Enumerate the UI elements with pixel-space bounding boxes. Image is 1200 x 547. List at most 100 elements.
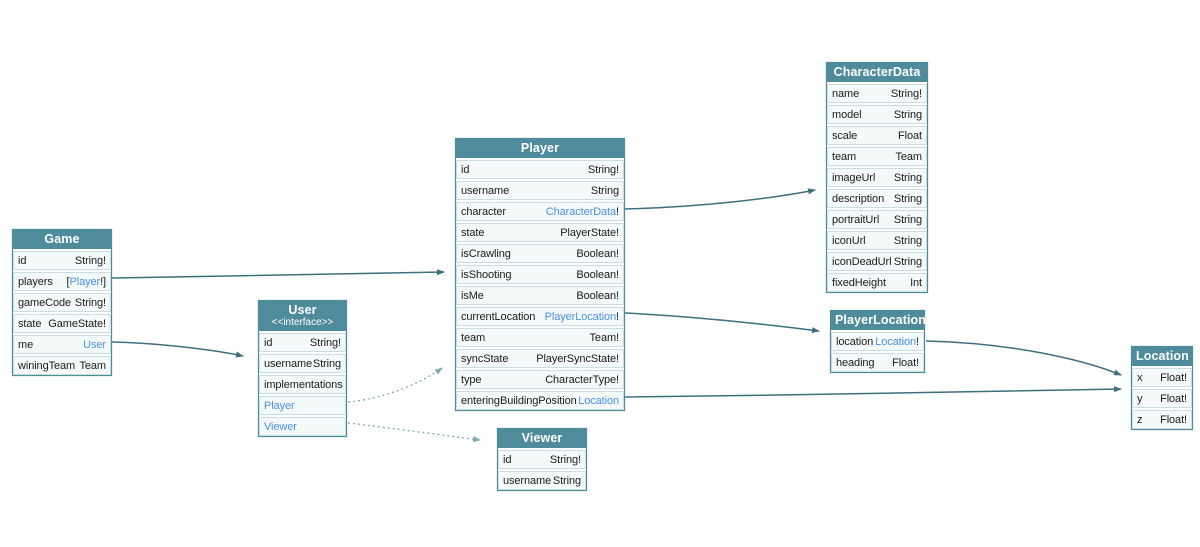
field-name: gameCode xyxy=(18,297,71,309)
entity-header[interactable]: Player xyxy=(456,139,624,158)
field-type: String xyxy=(591,185,619,197)
entity-header[interactable]: Game xyxy=(13,230,111,249)
field-name: implementations xyxy=(264,379,343,391)
field-row-currentlocation[interactable]: currentLocation PlayerLocation! xyxy=(456,307,624,326)
entity-title: Location xyxy=(1136,349,1189,363)
text: String xyxy=(893,255,922,268)
text: Team xyxy=(895,150,923,163)
text: id xyxy=(18,254,27,267)
field-row-players[interactable]: players[Player!] xyxy=(13,272,111,291)
field-name: scale xyxy=(832,130,857,142)
text: winingTeam xyxy=(18,359,76,372)
field-type: Boolean! xyxy=(576,248,619,260)
entity-header[interactable]: Viewer xyxy=(498,429,586,448)
field-name: imageUrl xyxy=(832,172,875,184)
text: type xyxy=(461,373,482,386)
field-row-winingteam[interactable]: winingTeam Team xyxy=(13,356,111,375)
text: username xyxy=(264,357,313,370)
field-type: [Player!] xyxy=(67,275,107,288)
field-row-implementations[interactable]: implementations xyxy=(259,375,346,394)
entity-header[interactable]: User<<interface>> xyxy=(259,301,346,331)
relation-user-viewer-to-viewer xyxy=(347,422,481,443)
field-type: Location! xyxy=(875,336,919,348)
text: String xyxy=(893,171,922,184)
field-row-fixedheight[interactable]: fixedHeight Int xyxy=(827,273,927,292)
text: ! xyxy=(616,310,619,323)
field-row-team[interactable]: team Team xyxy=(827,147,927,166)
type-link[interactable]: Player xyxy=(69,275,101,288)
field-row-viewer[interactable]: Viewer xyxy=(259,417,346,436)
type-link[interactable]: Location xyxy=(578,394,619,407)
text: isMe xyxy=(461,289,484,302)
type-link[interactable]: CharacterData xyxy=(545,205,617,218)
field-name: team xyxy=(832,151,856,163)
text: z xyxy=(1137,413,1143,426)
entity-header[interactable]: CharacterData xyxy=(827,63,927,82)
text: currentLocation xyxy=(461,310,536,323)
field-name: iconUrl xyxy=(832,235,866,247)
type-link[interactable]: Viewer xyxy=(264,420,297,433)
field-name: state xyxy=(18,318,41,330)
field-name: x xyxy=(1137,372,1143,384)
entity-title: PlayerLocation xyxy=(835,313,927,327)
field-name: fixedHeight xyxy=(832,277,886,289)
entity-header[interactable]: Location xyxy=(1132,347,1192,366)
field-type: Boolean! xyxy=(576,290,619,302)
type-link[interactable]: Location xyxy=(875,335,917,348)
field-row-isme[interactable]: isMe Boolean! xyxy=(456,286,624,305)
text: team xyxy=(832,150,857,163)
field-row-imageurl[interactable]: imageUrl String xyxy=(827,168,927,187)
field-name: username xyxy=(503,475,551,487)
field-row-player[interactable]: Player xyxy=(259,396,346,415)
type-link[interactable]: PlayerLocation xyxy=(544,310,617,323)
field-type: Team xyxy=(80,360,107,372)
type-link[interactable]: Player xyxy=(264,399,295,412)
entity-header[interactable]: PlayerLocation xyxy=(831,311,927,330)
field-type: Int xyxy=(910,277,922,289)
field-name: username xyxy=(264,358,312,370)
type-link[interactable]: User xyxy=(83,338,106,351)
text: String xyxy=(893,192,922,205)
field-type: Float! xyxy=(892,357,919,369)
